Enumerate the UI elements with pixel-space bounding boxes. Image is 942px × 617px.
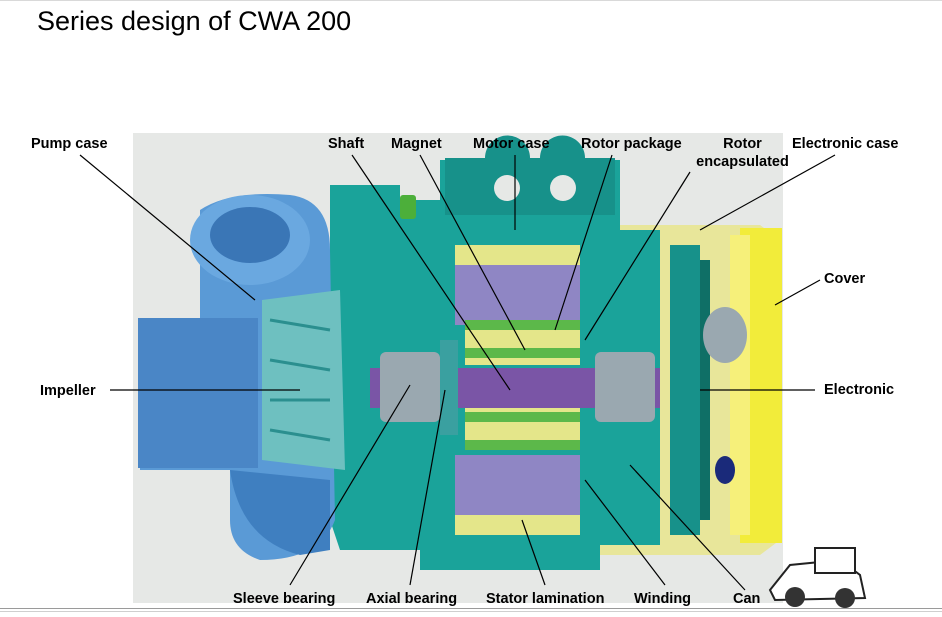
label-electronic: Electronic	[824, 382, 895, 398]
label-axial-bearing: Axial bearing	[366, 591, 458, 607]
impeller-shape	[262, 290, 345, 470]
label-stator-lamination: Stator lamination	[486, 591, 605, 607]
top-divider	[0, 0, 942, 1]
label-winding: Winding	[634, 591, 692, 607]
label-can: Can	[733, 591, 761, 607]
bottom-divider	[0, 608, 942, 609]
label-electronic-case: Electronic case	[792, 136, 899, 152]
label-sleeve-bearing: Sleeve bearing	[233, 591, 336, 607]
label-rotor-line2: encapsulated	[696, 154, 789, 170]
label-magnet: Magnet	[391, 136, 442, 152]
label-rotor-line1: Rotor	[723, 136, 762, 152]
truck-logo	[768, 547, 867, 608]
label-cover: Cover	[824, 271, 866, 287]
label-motor-case: Motor case	[473, 136, 550, 152]
leader-lines	[79, 154, 836, 591]
label-rotor-package: Rotor package	[581, 136, 682, 152]
pump-case-shape	[138, 194, 335, 560]
label-shaft: Shaft	[328, 136, 365, 152]
label-impeller: Impeller	[40, 383, 96, 399]
rotor-package-shape	[465, 320, 580, 450]
slide-title: Series design of CWA 200	[37, 6, 352, 36]
label-rotor-encapsulated: Rotor encapsulated	[690, 135, 795, 171]
bottom-divider-secondary	[0, 611, 942, 612]
label-pump-case: Pump case	[31, 136, 108, 152]
shaft-shape	[370, 340, 660, 435]
